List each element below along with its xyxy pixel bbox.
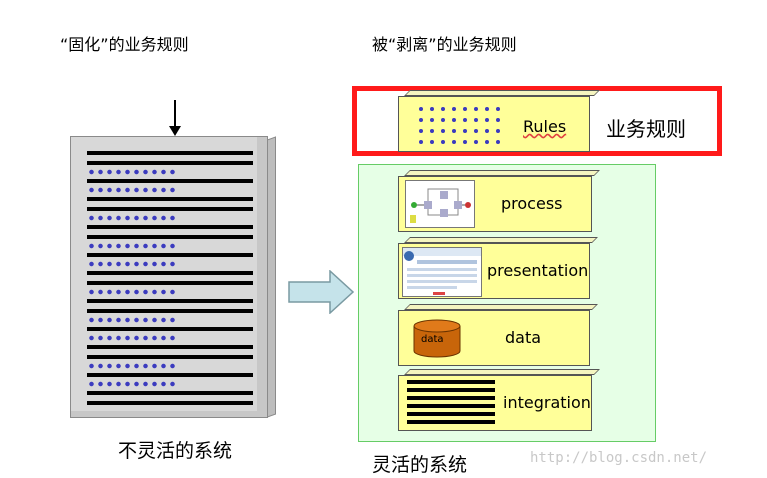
database-cylinder-icon — [413, 319, 461, 358]
rules-side-label: 业务规则 — [606, 117, 686, 141]
right-heading: 被“剥离”的业务规则 — [372, 35, 517, 54]
rules-block: Rules — [398, 96, 590, 152]
rules-highlight-frame — [352, 86, 722, 156]
presentation-layer: presentation — [398, 243, 590, 299]
rules-dot-grid — [419, 107, 500, 144]
cylinder-label: data — [421, 334, 444, 345]
input-arrow — [169, 100, 181, 136]
left-caption: 不灵活的系统 — [118, 440, 233, 462]
watermark: http://blog.csdn.net/ — [530, 450, 708, 466]
data-label: data — [505, 328, 542, 347]
left-heading: “固化”的业务规则 — [60, 35, 189, 54]
right-caption: 灵活的系统 — [372, 454, 468, 476]
rules-label: Rules — [523, 117, 567, 136]
monolithic-server — [70, 136, 268, 418]
presentation-screenshot-thumbnail — [402, 247, 482, 297]
transition-arrow — [288, 270, 354, 314]
integration-label: integration — [503, 393, 591, 412]
process-label: process — [501, 194, 563, 213]
data-layer: data data — [398, 310, 590, 366]
integration-bars-icon — [407, 380, 495, 424]
integration-layer: integration — [398, 375, 592, 431]
presentation-label: presentation — [487, 261, 589, 280]
process-layer: process — [398, 176, 592, 232]
process-diagram-thumbnail — [405, 180, 475, 228]
